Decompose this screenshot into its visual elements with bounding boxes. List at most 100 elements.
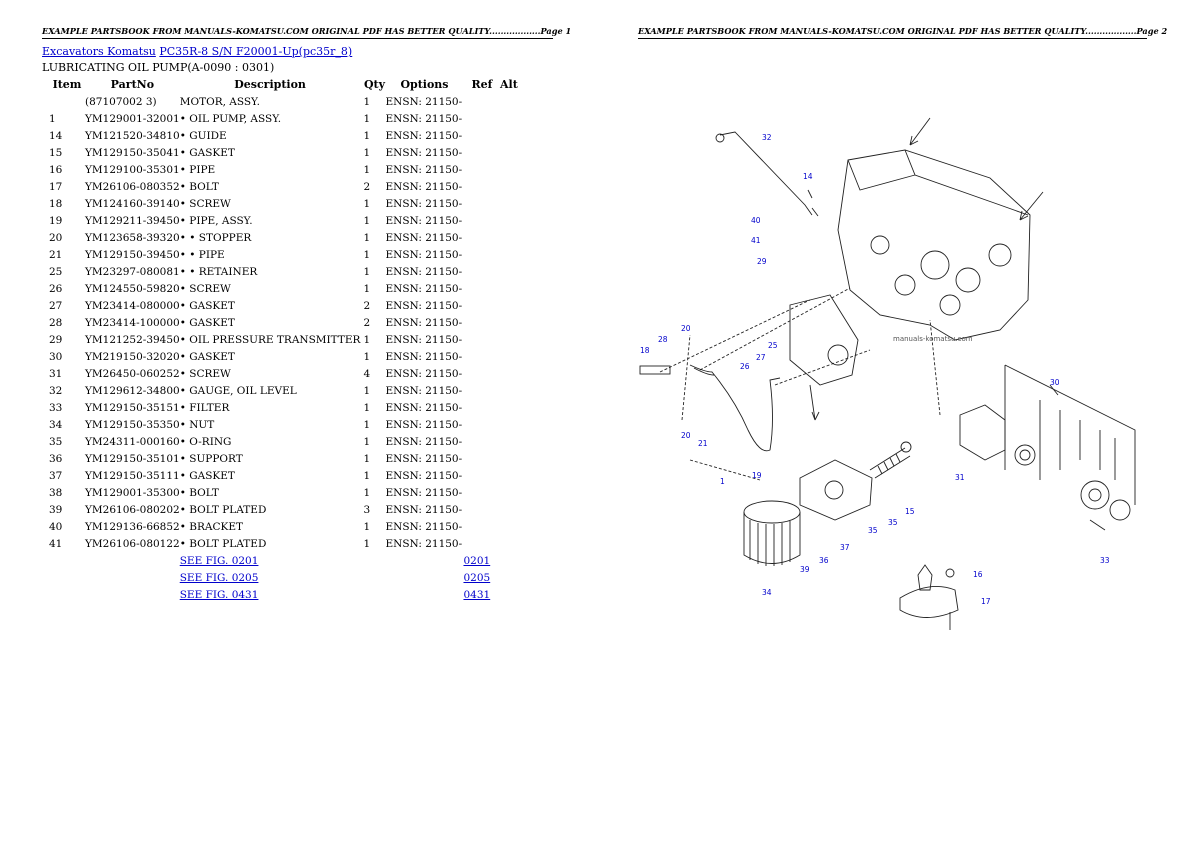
cell-qty: 1	[363, 282, 371, 295]
callout-label: 39	[800, 565, 810, 574]
cell-qty: 1	[363, 486, 371, 499]
cell-partno: (87107002 3)	[85, 95, 157, 108]
cell-qty: 1	[363, 231, 371, 244]
cell-item: 21	[49, 248, 63, 261]
cell-item: 28	[49, 316, 63, 329]
cell-partno: YM129001-35300	[85, 486, 180, 499]
cell-qty: 3	[363, 503, 371, 516]
cell-options: ENSN: 21150-	[385, 435, 463, 448]
cell-description: • SCREW	[179, 282, 231, 295]
cell-options: ENSN: 21150-	[385, 163, 463, 176]
cell-qty: 2	[363, 316, 371, 329]
see-fig-link[interactable]: SEE FIG. 0431	[179, 588, 259, 601]
cell-item: 15	[49, 146, 63, 159]
cell-description: • BOLT PLATED	[179, 503, 267, 516]
cell-item: 37	[49, 469, 63, 482]
cell-ref	[463, 110, 523, 127]
see-fig-ref-link[interactable]: 0205	[463, 571, 491, 584]
cell-description: • • RETAINER	[179, 265, 258, 278]
column-header-options: Options	[400, 78, 449, 91]
cell-description: • • PIPE	[179, 248, 225, 261]
cell-item: 29	[49, 333, 63, 346]
cell-ref	[463, 399, 523, 416]
cell-description: • BOLT	[179, 486, 219, 499]
cell-item: 30	[49, 350, 63, 363]
cell-options: ENSN: 21150-	[385, 333, 463, 346]
cell-partno: YM24311-000160	[85, 435, 180, 448]
cell-options: ENSN: 21150-	[385, 486, 463, 499]
cell-qty: 1	[363, 418, 371, 431]
cell-description: • O-RING	[179, 435, 232, 448]
cell-description: • SUPPORT	[179, 452, 243, 465]
cell-ref	[463, 144, 523, 161]
column-header-item: Item	[52, 78, 82, 91]
cell-options: ENSN: 21150-	[385, 180, 463, 193]
callout-label: 40	[751, 216, 761, 225]
callout-label: 16	[973, 570, 983, 579]
cell-item: 26	[49, 282, 63, 295]
cell-ref	[463, 93, 523, 110]
breadcrumb-link-category[interactable]: Excavators Komatsu	[42, 45, 156, 58]
cell-qty: 1	[363, 146, 371, 159]
cell-item: 40	[49, 520, 63, 533]
cell-partno: YM129136-66852	[85, 520, 180, 533]
callout-label: 20	[681, 324, 691, 333]
page-1-header: EXAMPLE PARTSBOOK FROM MANUALS-KOMATSU.C…	[42, 26, 571, 39]
cell-partno: YM26450-060252	[85, 367, 180, 380]
cell-description: • BOLT PLATED	[179, 537, 267, 550]
column-header-description: Description	[234, 78, 306, 91]
callout-label: 34	[762, 588, 772, 597]
cell-options: ENSN: 21150-	[385, 112, 463, 125]
column-header-qty: Qty	[363, 78, 385, 91]
callout-label: 14	[803, 172, 813, 181]
cell-description: • PIPE, ASSY.	[179, 214, 253, 227]
cell-item	[42, 93, 85, 110]
cell-partno: YM129100-35301	[85, 163, 180, 176]
callout-label: 35	[868, 526, 878, 535]
see-fig-ref-link[interactable]: 0431	[463, 588, 491, 601]
cell-description: • BOLT	[179, 180, 219, 193]
cell-description: • GASKET	[179, 469, 235, 482]
exploded-parts-diagram: manuals-komatsu.com 32144041291828202726…	[639, 117, 1136, 630]
cell-partno: YM23414-080000	[85, 299, 180, 312]
cell-partno: YM26106-080122	[85, 537, 180, 550]
see-fig-link[interactable]: SEE FIG. 0201	[179, 554, 259, 567]
cell-ref	[463, 484, 523, 501]
cell-item: 25	[49, 265, 63, 278]
callout-label: 36	[819, 556, 829, 565]
callout-label: 35	[888, 518, 898, 527]
cell-ref	[463, 195, 523, 212]
cell-ref	[463, 127, 523, 144]
cell-ref	[463, 161, 523, 178]
see-fig-ref-link[interactable]: 0201	[463, 554, 491, 567]
cell-options: ENSN: 21150-	[385, 248, 463, 261]
cell-description: • SCREW	[179, 197, 231, 210]
cell-ref	[463, 229, 523, 246]
cell-options: ENSN: 21150-	[385, 469, 463, 482]
see-fig-link[interactable]: SEE FIG. 0205	[179, 571, 259, 584]
cell-ref	[463, 382, 523, 399]
cell-qty: 1	[363, 333, 371, 346]
cell-qty: 1	[363, 435, 371, 448]
cell-partno: YM23414-100000	[85, 316, 180, 329]
cell-item: 39	[49, 503, 63, 516]
cell-description: • PIPE	[179, 163, 216, 176]
page-title: LUBRICATING OIL PUMP(A-0090 : 0301)	[42, 61, 275, 74]
cell-ref	[463, 365, 523, 382]
cell-item: 16	[49, 163, 63, 176]
cell-qty: 1	[363, 384, 371, 397]
cell-qty: 1	[363, 469, 371, 482]
breadcrumb-link-model[interactable]: PC35R-8 S/N F20001-Up(pc35r_8)	[159, 45, 353, 58]
cell-partno: YM129150-39450	[85, 248, 180, 261]
